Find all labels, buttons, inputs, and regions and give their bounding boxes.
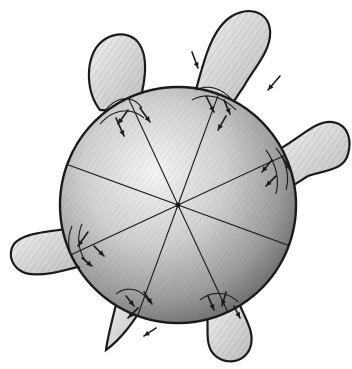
center-point (175, 202, 180, 207)
